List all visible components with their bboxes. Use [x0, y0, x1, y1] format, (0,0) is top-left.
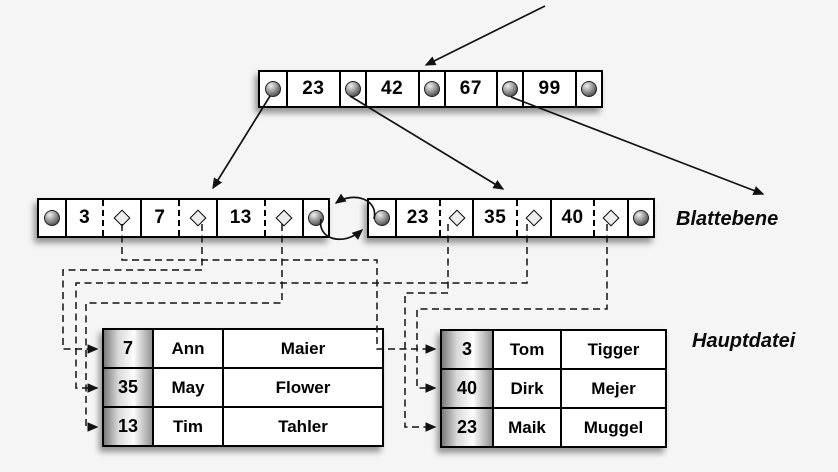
record-diamond-icon: [189, 209, 207, 227]
pointer-circle-icon: [308, 210, 325, 226]
record-pointer-cell: [438, 200, 473, 236]
record-diamond-icon: [275, 209, 293, 227]
key-cell: 13: [215, 200, 264, 236]
record-diamond-icon: [113, 209, 131, 227]
pointer-cell: [496, 72, 522, 106]
pointer-cell: [417, 72, 444, 106]
key-cell: 7: [140, 200, 177, 236]
leaf-node-right: 23 35 40: [367, 198, 655, 238]
record-field-cell: May: [152, 369, 222, 406]
record-key-cell: 23: [442, 409, 492, 446]
root-to-left-leaf-arrow: [212, 95, 271, 190]
pointer-cell: [338, 72, 365, 106]
record-field-cell: Tom: [492, 331, 560, 368]
record-pointer-cell: [102, 200, 140, 236]
record-field-cell: Tahler: [222, 408, 382, 445]
pointer-cell: [260, 72, 286, 106]
record-key-cell: 3: [442, 331, 492, 368]
key-cell: 42: [364, 72, 418, 106]
pointer-circle-icon: [502, 81, 519, 97]
record-field-cell: Muggel: [560, 409, 665, 446]
pointer-circle-icon: [581, 81, 597, 97]
pointer-cell: [302, 200, 328, 236]
pointer-cell: [626, 200, 653, 236]
root-index-node: 23 42 67 99: [258, 70, 603, 108]
record-key-cell: 35: [104, 369, 152, 406]
record-diamond-icon: [525, 209, 543, 227]
key-cell: 99: [522, 72, 575, 106]
key-cell: 40: [549, 200, 594, 236]
main-file-label: Hauptdatei: [692, 330, 796, 352]
record-field-cell: Flower: [222, 369, 382, 406]
record-field-cell: Maik: [492, 409, 560, 446]
key-cell: 23: [286, 72, 339, 106]
record-diamond-icon: [448, 209, 466, 227]
pointer-circle-icon: [265, 81, 281, 97]
record-pointer-cell: [516, 200, 550, 236]
leaf-node-left: 3 7 13: [37, 198, 330, 238]
pointer-circle-icon: [344, 81, 361, 97]
record-pointer-cell: [263, 200, 302, 236]
root-to-right-leaf-arrow: [349, 95, 505, 190]
pointer-cell: [575, 72, 601, 106]
record-field-cell: Ann: [152, 330, 222, 367]
record-field-cell: Dirk: [492, 370, 560, 407]
leaf-level-label: Blattebene: [676, 208, 779, 230]
pointer-circle-icon: [44, 210, 60, 226]
key-cell: 67: [443, 72, 497, 106]
entry-arrow-to-root: [424, 5, 546, 66]
record-key-cell: 40: [442, 370, 492, 407]
record-pointer-cell: [177, 200, 216, 236]
pointer-cell: [369, 200, 395, 236]
record-key-cell: 7: [104, 330, 152, 367]
pointer-circle-icon: [632, 210, 649, 226]
pointer-cell: [39, 200, 65, 236]
key-cell: 23: [395, 200, 439, 236]
key-cell: 3: [65, 200, 102, 236]
root-to-next-leaf-arrow: [510, 96, 765, 196]
record-key-cell: 13: [104, 408, 152, 445]
record-field-cell: Maier: [222, 330, 382, 367]
record-field-cell: Tigger: [560, 331, 665, 368]
record-diamond-icon: [602, 209, 620, 227]
key-cell: 35: [472, 200, 516, 236]
pointer-circle-icon: [374, 210, 390, 226]
record-pointer-cell: [593, 200, 627, 236]
record-field-cell: Mejer: [560, 370, 665, 407]
pointer-circle-icon: [423, 81, 440, 97]
record-field-cell: Tim: [152, 408, 222, 445]
